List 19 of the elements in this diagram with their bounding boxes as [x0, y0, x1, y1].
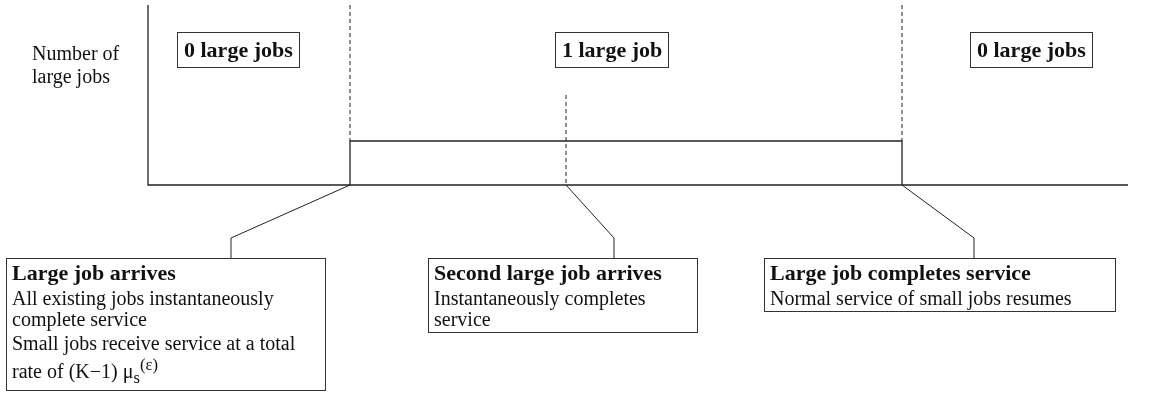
leader-line: [901, 184, 975, 259]
event-heading: Large job arrives: [12, 261, 177, 285]
state-box: [970, 32, 1093, 68]
state-box: [177, 32, 300, 68]
event-heading: Second large job arrives: [434, 261, 663, 285]
callout-box: [764, 258, 1116, 312]
state-box: [555, 32, 670, 68]
event-description: Normal service of small jobs resumes: [770, 288, 1073, 309]
leader-line: [565, 184, 615, 259]
state-label: 0 large jobs: [977, 37, 1086, 63]
event-description: Instantaneously completes service: [434, 288, 647, 330]
callout-box: [428, 258, 698, 333]
axis-label: Number of large jobs: [32, 42, 121, 88]
leader-line: [230, 184, 351, 259]
callout-box: [6, 258, 326, 391]
event-description: All existing jobs instantaneously complete service: [12, 288, 275, 330]
state-label: 0 large jobs: [184, 37, 293, 63]
state-label: 1 large job: [562, 37, 663, 63]
event-heading: Large job completes service: [770, 261, 1032, 285]
